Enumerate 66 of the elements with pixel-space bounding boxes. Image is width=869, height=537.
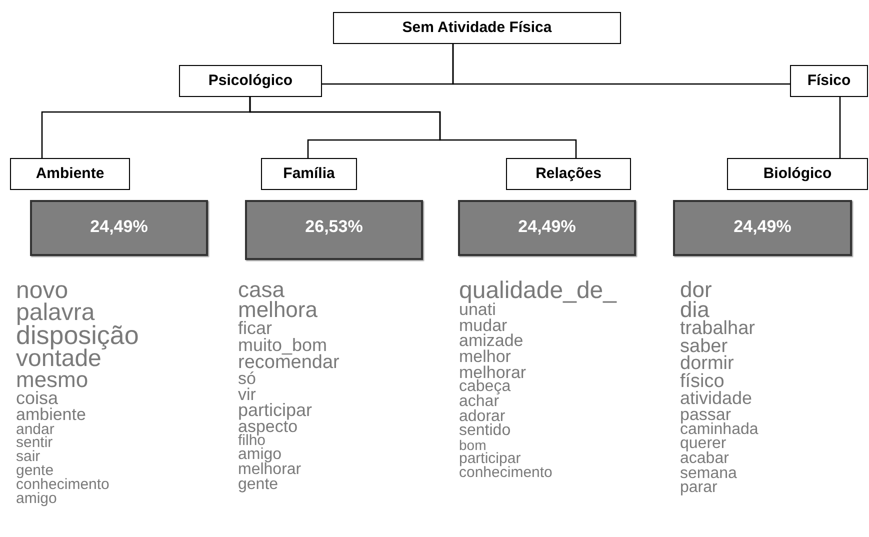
word-label: dia bbox=[680, 300, 710, 320]
word-label: bom bbox=[459, 439, 486, 452]
word-label: participar bbox=[238, 402, 314, 419]
percentage-box: 24,49% bbox=[458, 200, 636, 256]
category-box: Ambiente bbox=[10, 158, 130, 190]
word-label: sentir bbox=[16, 436, 53, 450]
word-label: gente bbox=[238, 478, 280, 492]
word-label: trabalhar bbox=[680, 320, 756, 338]
word-label: participar bbox=[459, 452, 521, 466]
word-label: melhorar bbox=[459, 364, 528, 380]
word-label: parar bbox=[680, 481, 718, 496]
connector-line bbox=[249, 97, 577, 158]
word-label: dor bbox=[680, 280, 713, 300]
word-label: querer bbox=[680, 437, 726, 452]
word-label: recomendar bbox=[238, 354, 340, 372]
word-label: saber bbox=[680, 338, 728, 356]
word-label: muito_bom bbox=[238, 337, 328, 354]
word-label: disposição bbox=[16, 324, 139, 348]
word-label: vir bbox=[238, 386, 256, 402]
percentage-box: 26,53% bbox=[245, 200, 423, 260]
word-label: conhecimento bbox=[16, 478, 110, 492]
word-label: qualidade_de_ bbox=[459, 280, 616, 302]
word-label: amigo bbox=[16, 492, 58, 506]
word-label: caminhada bbox=[680, 422, 758, 438]
word-label: palavra bbox=[16, 302, 95, 324]
word-label: semana bbox=[680, 466, 738, 482]
word-label: ambiente bbox=[16, 406, 87, 423]
category-box: Físico bbox=[790, 65, 868, 97]
word-label: aspecto bbox=[238, 418, 298, 434]
word-label: melhora bbox=[238, 300, 318, 320]
word-label: cabeça bbox=[459, 380, 511, 395]
word-label: acabar bbox=[680, 452, 730, 467]
category-box: Psicológico bbox=[179, 65, 322, 97]
word-label: mesmo bbox=[16, 370, 90, 390]
word-label: unati bbox=[459, 302, 496, 318]
word-label: mudar bbox=[459, 318, 508, 334]
connector-line bbox=[839, 97, 841, 158]
word-label: conhecimento bbox=[459, 466, 554, 480]
word-label: sentido bbox=[459, 424, 512, 440]
word-label: melhor bbox=[459, 348, 511, 365]
word-label: gente bbox=[16, 464, 54, 478]
category-box: Sem Atividade Física bbox=[333, 12, 621, 44]
word-label: sair bbox=[16, 450, 40, 464]
word-label: físico bbox=[680, 372, 724, 390]
category-box: Família bbox=[261, 158, 357, 190]
word-label: vontade bbox=[16, 348, 102, 370]
word-label: andar bbox=[16, 422, 56, 436]
word-label: dormir bbox=[680, 355, 735, 373]
word-label: filho bbox=[238, 434, 266, 448]
word-label: atividade bbox=[680, 390, 754, 407]
word-label: amizade bbox=[459, 333, 524, 349]
word-label: ficar bbox=[238, 320, 272, 338]
category-box: Relações bbox=[506, 158, 631, 190]
word-label: passar bbox=[680, 406, 732, 423]
word-label: novo bbox=[16, 280, 68, 302]
word-label: achar bbox=[459, 394, 500, 410]
category-box: Biológico bbox=[727, 158, 868, 190]
word-label: amigo bbox=[238, 448, 282, 463]
word-label: adorar bbox=[459, 410, 506, 424]
percentage-box: 24,49% bbox=[30, 200, 208, 256]
word-label: coisa bbox=[16, 390, 58, 407]
connector-line bbox=[452, 44, 790, 85]
word-label: casa bbox=[238, 280, 284, 300]
percentage-box: 24,49% bbox=[673, 200, 852, 256]
word-label: melhorar bbox=[238, 462, 302, 478]
word-label: só bbox=[238, 371, 257, 387]
